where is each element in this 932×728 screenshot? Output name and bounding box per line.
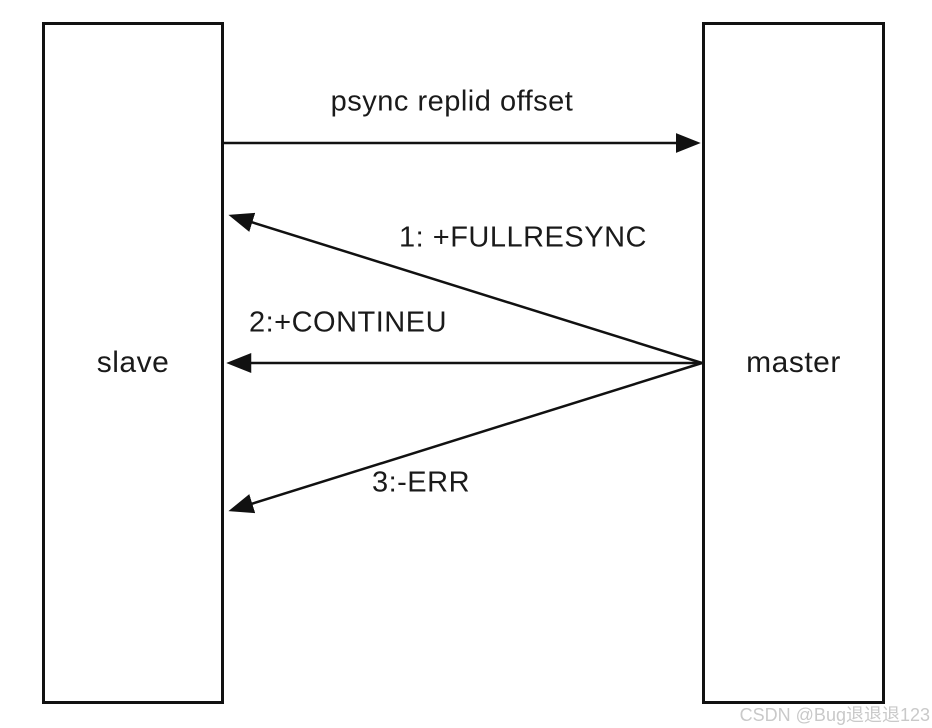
message-label-psync: psync replid offset (330, 85, 574, 118)
message-label-fullresync: 1: +FULLRESYNC (399, 221, 647, 254)
arrow-err-reply (228, 361, 703, 514)
node-slave: slave (42, 22, 224, 704)
node-slave-label: slave (96, 346, 170, 379)
message-label-err: 3:-ERR (371, 466, 471, 499)
node-master: master (702, 22, 885, 704)
node-master-label: master (746, 346, 841, 379)
csdn-watermark: CSDN @Bug退退退123 (739, 705, 930, 725)
message-label-continue: 2:+CONTINEU (248, 306, 448, 339)
arrow-fullresync-reply (228, 212, 703, 365)
